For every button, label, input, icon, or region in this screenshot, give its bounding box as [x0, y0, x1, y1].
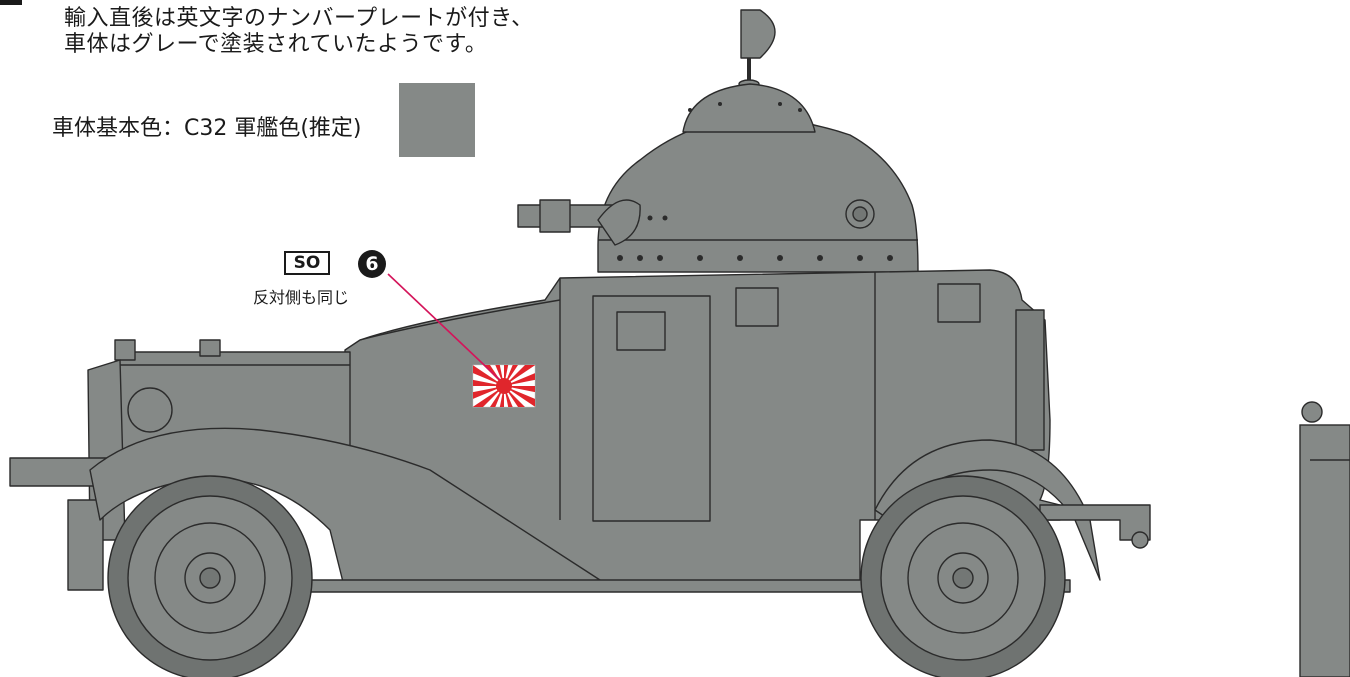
flag-ray — [473, 386, 504, 407]
hull-roof-line — [359, 299, 561, 341]
flag-ray — [473, 365, 504, 386]
rear-fender — [874, 439, 1101, 581]
front-view-partial — [1299, 401, 1350, 677]
turret-mantlet — [597, 199, 641, 246]
decal-code-badge: SO — [284, 251, 330, 275]
flag-ray — [504, 365, 535, 386]
base-color-swatch — [399, 83, 475, 157]
turret-cupola — [682, 83, 816, 133]
flag-ray — [504, 386, 535, 407]
rising-sun-flag-decal — [472, 364, 536, 408]
turret-dome — [597, 117, 919, 273]
section-marker — [0, 0, 22, 5]
flag-ray — [504, 386, 513, 407]
front-fender — [89, 427, 601, 591]
flag-ray — [504, 373, 535, 386]
intro-note-line-2: 車体はグレーで塗装されていたようです。 — [64, 32, 488, 57]
decal-same-other-side-note: 反対側も同じ — [253, 288, 350, 307]
flag-ray — [495, 365, 504, 386]
intro-note-line-1: 輸入直後は英文字のナンバープレートが付き、 — [64, 6, 534, 31]
flag-ray — [473, 386, 504, 399]
decal-number-badge: 6 — [358, 250, 386, 278]
antenna-pennant — [740, 9, 776, 59]
decal-leader-line — [387, 273, 501, 381]
base-color-label: 車体基本色：C32 軍艦色(推定) — [52, 116, 362, 141]
headlight — [127, 387, 173, 433]
intro-note: 輸入直後は英文字のナンバープレートが付き、 車体はグレーで塗装されていたようです… — [64, 6, 534, 58]
rivets — [617, 102, 893, 261]
